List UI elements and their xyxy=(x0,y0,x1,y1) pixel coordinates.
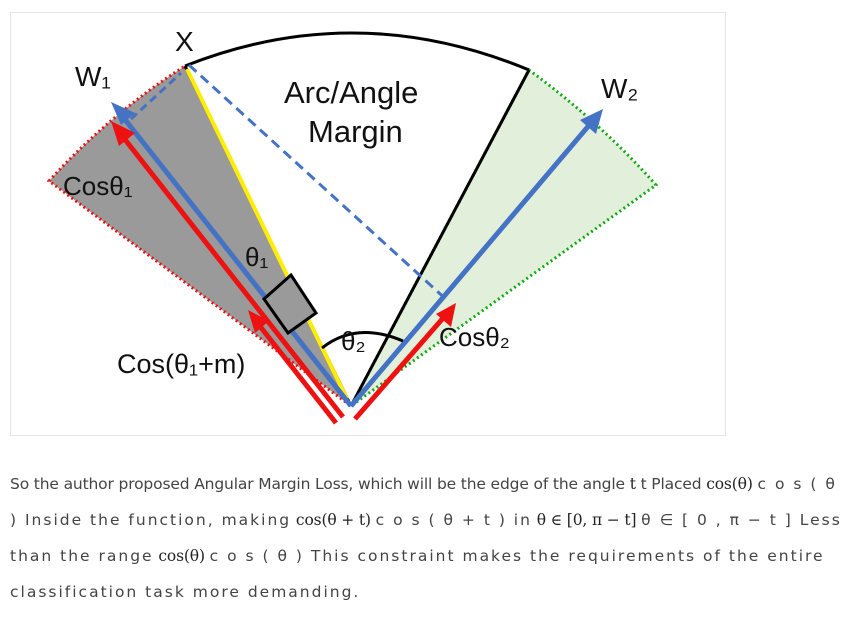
cos-theta1-m-arrow xyxy=(257,323,338,425)
math-cos-theta-plus-t: cos(θ + t) xyxy=(295,511,371,529)
text-segment-2: t Placed xyxy=(640,475,702,493)
label-w2: W₂ xyxy=(601,73,638,104)
theta1-right-angle xyxy=(262,272,319,336)
math-theta-range: θ ∈ [0, π − t] xyxy=(536,511,637,529)
label-cos-theta1-m: Cos(θ₁+m) xyxy=(117,349,245,379)
label-margin-line2: Margin xyxy=(308,114,403,149)
text-segment-5: θ ∈ [ 0 , π − t ] Less than the range xyxy=(10,511,842,565)
math-t: t xyxy=(629,475,636,493)
text-segment-1: So the author proposed Angular Margin Lo… xyxy=(10,475,625,493)
boundary-arc xyxy=(184,31,530,72)
cos-theta2-arrowhead xyxy=(436,303,456,327)
feature-vector xyxy=(185,68,349,400)
text-segment-4: c o s ( θ + t ) in xyxy=(375,511,532,529)
angular-margin-figure: X W₁ W₂ Arc/Angle Margin Cosθ₁ θ₁ θ₂ Cos… xyxy=(10,12,726,436)
w1-vector xyxy=(121,115,353,408)
projection-line xyxy=(187,63,451,304)
w1-dashed-segment xyxy=(129,71,183,121)
article-paragraph: So the author proposed Angular Margin Lo… xyxy=(10,466,850,610)
text-segment-3: c o s ( θ ) Inside the function, making xyxy=(10,475,837,529)
cos-theta2-arrow xyxy=(353,315,446,421)
cos-theta1-arrowhead xyxy=(111,121,135,146)
w1-arrowhead xyxy=(111,102,135,125)
w2-edge-line xyxy=(349,69,531,407)
cos-theta1-m-arrowhead xyxy=(248,310,269,333)
label-cos-theta2: Cosθ₂ xyxy=(439,322,510,352)
angular-margin-diagram: X W₁ W₂ Arc/Angle Margin Cosθ₁ θ₁ θ₂ Cos… xyxy=(46,26,659,425)
w2-region xyxy=(349,67,659,408)
label-margin-line1: Arc/Angle xyxy=(284,75,418,110)
math-cos-theta-2: cos(θ) xyxy=(158,547,205,565)
label-theta2: θ₂ xyxy=(341,326,366,356)
w2-arrowhead xyxy=(580,109,603,134)
theta2-angle-arc xyxy=(321,331,404,350)
text-segment-6: c o s ( θ ) This constraint makes the re… xyxy=(10,547,825,601)
cos-theta1-arrow xyxy=(121,135,345,419)
w2-vector xyxy=(349,121,593,408)
label-w1: W₁ xyxy=(75,61,111,92)
math-cos-theta: cos(θ) xyxy=(706,475,753,493)
label-x: X xyxy=(175,26,194,57)
label-theta1: θ₁ xyxy=(245,242,268,272)
label-cos-theta1: Cosθ₁ xyxy=(63,171,133,201)
